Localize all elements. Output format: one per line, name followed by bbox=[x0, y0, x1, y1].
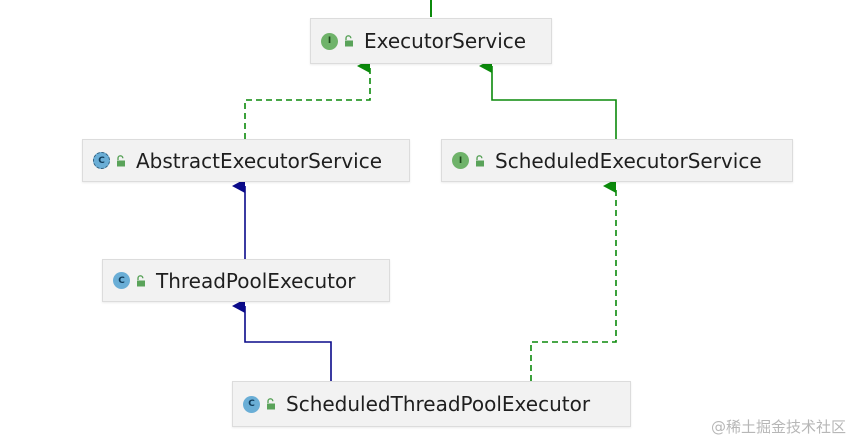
unlock-icon bbox=[117, 154, 125, 166]
abstract-class-icon: C bbox=[93, 152, 110, 169]
unlock-icon bbox=[267, 398, 275, 410]
unlock-icon bbox=[476, 154, 484, 166]
node-scheduled-executor-service[interactable]: I ScheduledExecutorService bbox=[441, 139, 793, 182]
node-label: ExecutorService bbox=[364, 29, 527, 53]
node-label: ThreadPoolExecutor bbox=[156, 268, 356, 293]
node-label: ScheduledThreadPoolExecutor bbox=[286, 392, 591, 416]
node-label: ScheduledExecutorService bbox=[495, 148, 762, 173]
interface-icon: I bbox=[321, 32, 338, 50]
node-scheduled-thread-pool-executor[interactable]: C ScheduledThreadPoolExecutor bbox=[232, 381, 631, 427]
node-label: AbstractExecutorService bbox=[136, 148, 383, 173]
node-executor-service[interactable]: I ExecutorService bbox=[310, 18, 552, 64]
edge-abstract-to-executor-service bbox=[244, 59, 371, 139]
class-icon: C bbox=[113, 272, 130, 289]
unlock-icon bbox=[345, 35, 353, 47]
edge-scheduled-thread-pool-to-thread-pool bbox=[232, 299, 332, 381]
watermark: @稀土掘金技术社区 bbox=[710, 418, 846, 436]
edge-scheduled-executor-service-to-executor-service bbox=[479, 59, 617, 139]
node-abstract-executor-service[interactable]: C AbstractExecutorService bbox=[82, 139, 410, 182]
edge-scheduled-thread-pool-to-scheduled-executor-service bbox=[530, 179, 617, 381]
interface-icon: I bbox=[452, 152, 469, 169]
class-icon: C bbox=[243, 395, 260, 413]
node-thread-pool-executor[interactable]: C ThreadPoolExecutor bbox=[102, 259, 390, 302]
unlock-icon bbox=[137, 274, 145, 286]
